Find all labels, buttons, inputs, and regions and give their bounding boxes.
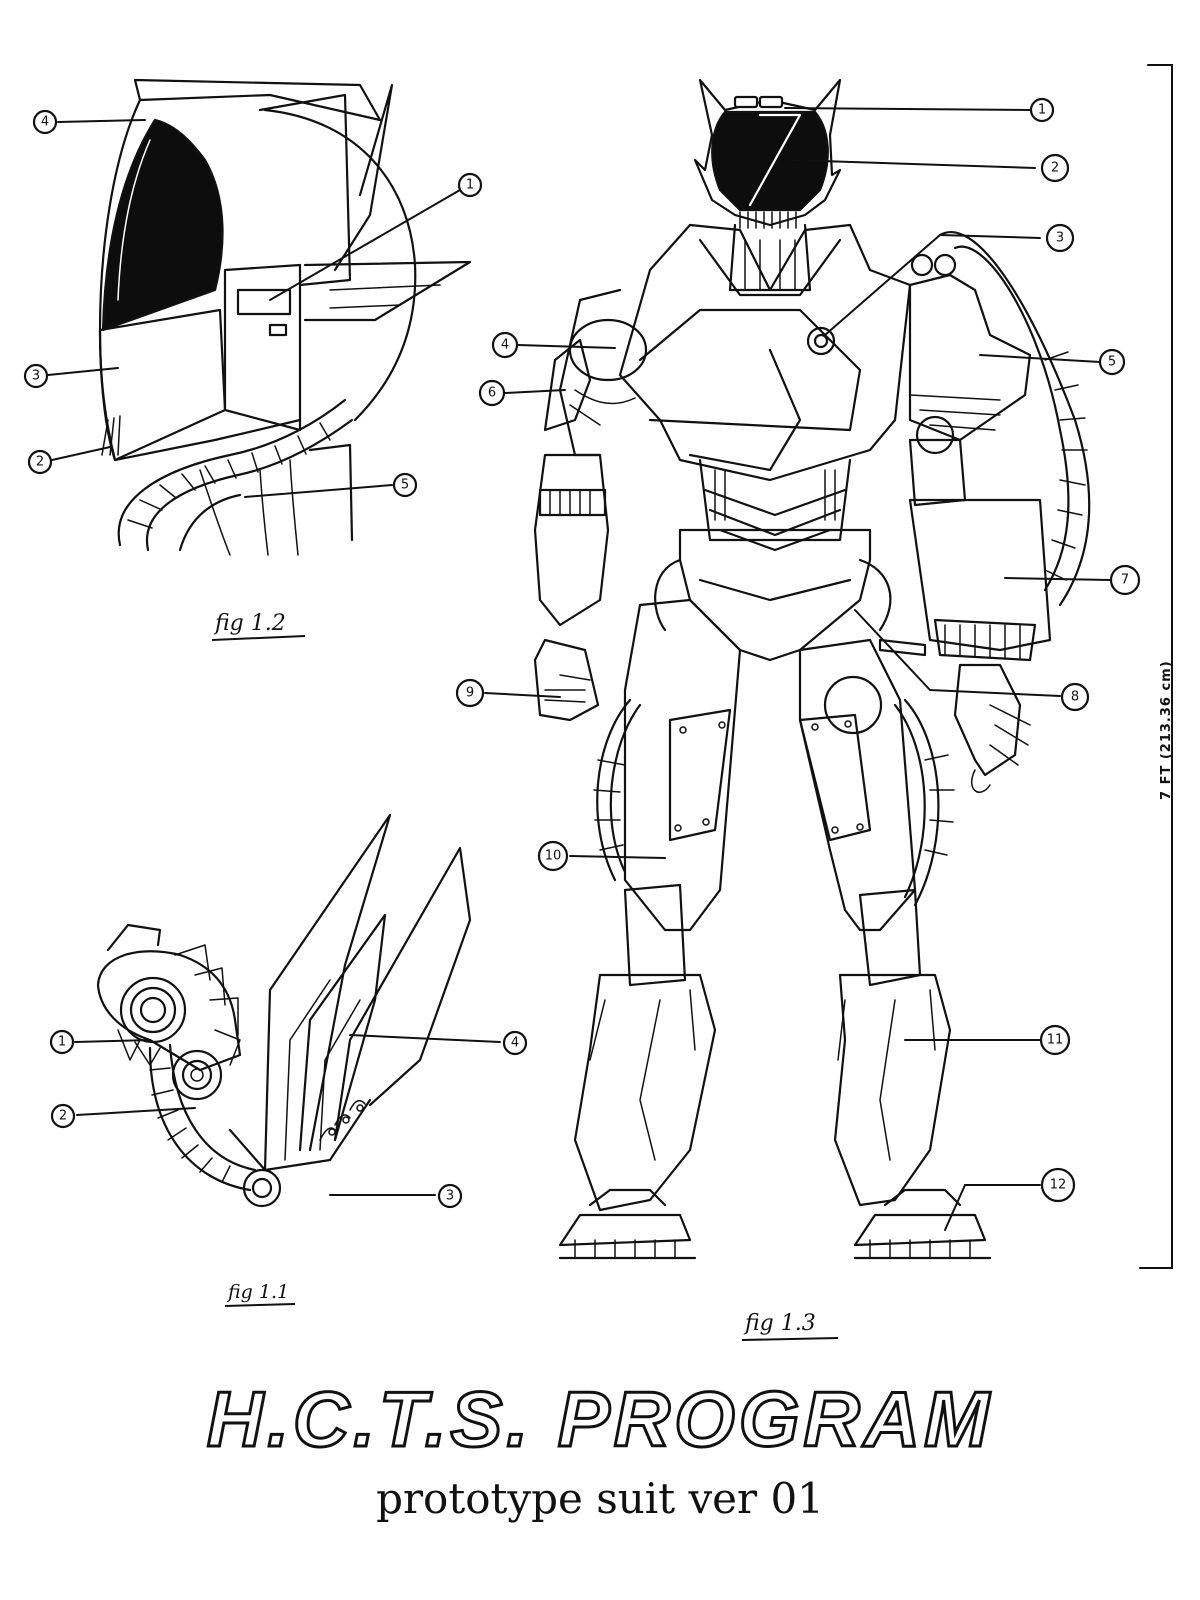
fig-1-2-helmet: [98, 78, 472, 556]
program-title: H.C.T.S. PROGRAM: [205, 1375, 994, 1463]
height-dimension: 7 FT (213.36 cm): [1139, 64, 1174, 1269]
callout-1-3-2: 2: [1040, 153, 1070, 183]
height-label: 7 FT (213.36 cm): [1159, 660, 1174, 800]
callout-1-1-1: 1: [49, 1029, 75, 1055]
callout-1-2-4: 4: [32, 109, 58, 135]
svg-text:6: 6: [488, 386, 496, 401]
callout-1-2-1: 1: [457, 172, 483, 198]
svg-text:fig 1.3: fig 1.3: [743, 1311, 816, 1336]
callout-1-3-10: 10: [537, 840, 569, 872]
fig-1-1-shoulder: [96, 813, 472, 1208]
svg-text:3: 3: [32, 369, 40, 384]
callout-1-3-12: 12: [1040, 1167, 1076, 1203]
fig-1-1-callouts: 1 2 4 3: [49, 1029, 528, 1209]
callout-1-3-7: 7: [1109, 564, 1141, 596]
svg-text:4: 4: [501, 338, 509, 353]
svg-text:fig 1.1: fig 1.1: [226, 1281, 289, 1303]
callout-1-3-8: 8: [1060, 682, 1090, 712]
svg-text:9: 9: [466, 686, 474, 701]
svg-text:4: 4: [511, 1036, 519, 1051]
callout-1-3-6: 6: [478, 379, 506, 407]
callout-1-1-2: 2: [50, 1103, 76, 1129]
svg-text:1: 1: [58, 1035, 66, 1050]
svg-text:11: 11: [1047, 1033, 1064, 1048]
fig-1-3-caption: fig 1.3: [741, 1311, 839, 1341]
svg-text:5: 5: [401, 478, 409, 493]
svg-text:3: 3: [446, 1189, 454, 1204]
svg-text:1: 1: [1038, 103, 1046, 118]
svg-text:fig 1.2: fig 1.2: [213, 611, 286, 636]
callout-1-1-3: 3: [437, 1183, 463, 1209]
svg-text:2: 2: [1051, 161, 1059, 176]
fig-1-2-callouts: 4 1 3 2 5: [23, 109, 483, 498]
callout-1-3-1: 1: [1029, 97, 1055, 123]
callout-1-3-9: 9: [455, 678, 485, 708]
callout-1-3-5: 5: [1098, 348, 1126, 376]
svg-text:2: 2: [59, 1109, 67, 1124]
fig-1-3-full-suit: [533, 78, 1091, 1260]
svg-text:8: 8: [1071, 690, 1079, 705]
fig-1-1-caption: fig 1.1: [224, 1281, 296, 1307]
callout-1-3-4: 4: [491, 331, 519, 359]
callout-1-2-2: 2: [27, 449, 53, 475]
svg-text:1: 1: [466, 178, 474, 193]
svg-text:2: 2: [36, 455, 44, 470]
svg-text:12: 12: [1050, 1178, 1067, 1193]
svg-text:10: 10: [545, 849, 562, 864]
callout-1-3-11: 11: [1039, 1024, 1071, 1056]
fig-1-2-caption: fig 1.2: [211, 611, 306, 641]
program-subtitle: prototype suit ver 01: [376, 1474, 824, 1523]
fig-1-3-callouts: 1 2 3 4 5 6 7 8 9 10 11 12: [455, 97, 1141, 1231]
callout-1-2-5: 5: [392, 472, 418, 498]
svg-text:3: 3: [1056, 231, 1064, 246]
svg-text:5: 5: [1108, 355, 1116, 370]
callout-1-3-3: 3: [1045, 223, 1075, 253]
svg-text:7: 7: [1121, 573, 1129, 588]
callout-1-2-3: 3: [23, 363, 49, 389]
svg-text:4: 4: [41, 115, 49, 130]
callout-1-1-4: 4: [502, 1030, 528, 1056]
